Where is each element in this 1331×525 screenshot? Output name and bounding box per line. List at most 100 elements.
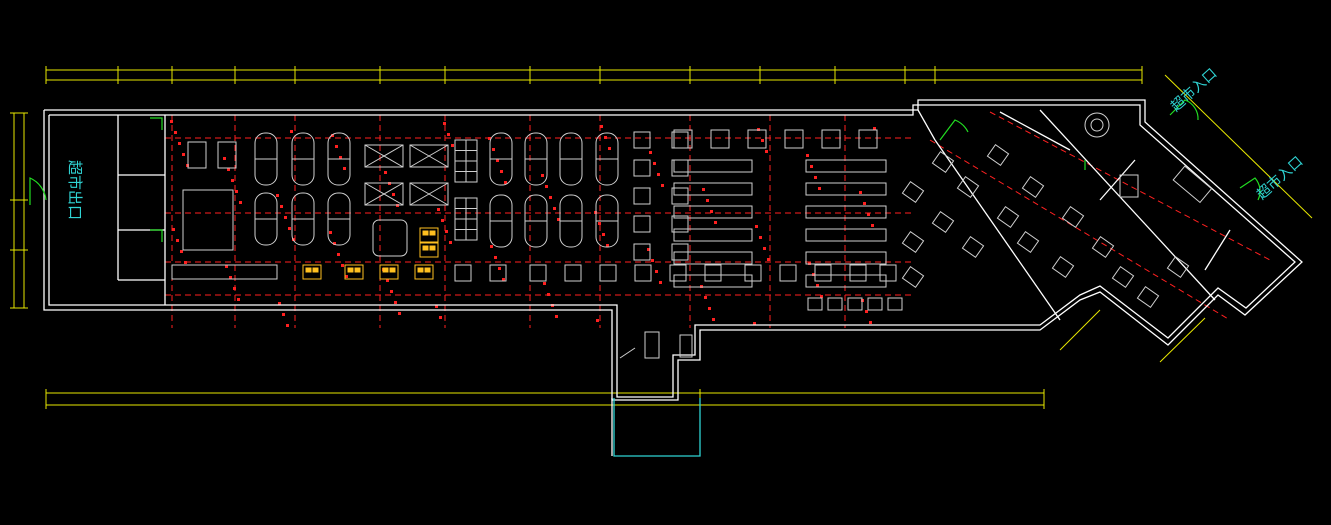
- grid-marker: [710, 210, 713, 213]
- display-unit: [784, 129, 804, 149]
- display-unit: [814, 264, 832, 282]
- grid-marker: [174, 131, 177, 134]
- column-grid: [165, 111, 1271, 328]
- display-unit: [887, 297, 903, 311]
- grid-marker: [704, 296, 707, 299]
- grid-marker: [178, 142, 181, 145]
- grid-marker: [496, 159, 499, 162]
- kiosk: [679, 334, 693, 358]
- grid-marker: [225, 265, 228, 268]
- stand-fill: [429, 245, 436, 251]
- angled-fixture: [1166, 255, 1190, 279]
- grid-marker: [341, 264, 344, 267]
- grid-marker: [172, 228, 175, 231]
- grid-marker: [288, 227, 291, 230]
- grid-marker: [863, 202, 866, 205]
- grid-marker: [335, 145, 338, 148]
- grid-marker: [759, 236, 762, 239]
- grid-marker: [237, 298, 240, 301]
- gondola-shelf: [673, 205, 753, 219]
- grid-marker: [761, 139, 764, 142]
- grid-marker: [227, 168, 230, 171]
- display-unit: [747, 129, 767, 149]
- angled-fixture: [931, 210, 955, 234]
- stand-fill: [312, 267, 319, 273]
- grid-marker: [280, 205, 283, 208]
- display-unit: [634, 264, 652, 282]
- highlighted-stand: [379, 264, 399, 280]
- angled-fixture: [1091, 235, 1115, 259]
- highlighted-stand: [302, 264, 322, 280]
- grid-marker: [596, 319, 599, 322]
- grid-marker: [714, 221, 717, 224]
- shelf-rack: [364, 144, 404, 168]
- grid-marker: [708, 307, 711, 310]
- grid-marker: [392, 193, 395, 196]
- grid-marker: [278, 302, 281, 305]
- angled-fixture: [1136, 285, 1160, 309]
- grid-marker: [239, 201, 242, 204]
- gondola-shelf: [805, 228, 887, 242]
- display-unit: [633, 159, 651, 177]
- counter-unit: [217, 141, 237, 169]
- store-fixtures: [171, 112, 1213, 359]
- grid-marker: [490, 245, 493, 248]
- stand-fill: [422, 245, 429, 251]
- grid-marker: [869, 321, 872, 324]
- rack-cross: [409, 182, 449, 206]
- grid-marker: [702, 188, 705, 191]
- grid-marker: [608, 147, 611, 150]
- stand-fill: [417, 267, 424, 273]
- stand-fill: [429, 230, 436, 236]
- grid-marker: [504, 181, 507, 184]
- gondola-shelf: [673, 228, 753, 242]
- display-unit: [867, 297, 883, 311]
- display-unit: [673, 129, 693, 149]
- display-unit: [633, 187, 651, 205]
- grid-marker: [441, 219, 444, 222]
- grid-marker: [814, 176, 817, 179]
- grid-marker: [276, 194, 279, 197]
- angled-fixture: [986, 143, 1010, 167]
- grid-marker: [598, 222, 601, 225]
- grid-marker: [290, 130, 293, 133]
- grid-marker: [865, 310, 868, 313]
- shelf-rack: [409, 144, 449, 168]
- grid-marker: [541, 174, 544, 177]
- grid-marker: [182, 153, 185, 156]
- grid-marker: [180, 250, 183, 253]
- kiosk: [644, 331, 660, 359]
- display-unit: [847, 297, 863, 311]
- kiosk-line: [619, 347, 636, 359]
- gondola-shelf: [805, 182, 887, 196]
- service-counter: [182, 189, 234, 251]
- cashier-desk: [372, 219, 408, 257]
- grid-marker: [345, 275, 348, 278]
- display-unit: [669, 264, 687, 282]
- grid-marker: [235, 190, 238, 193]
- grid-marker: [498, 267, 501, 270]
- display-unit: [529, 264, 547, 282]
- highlighted-stand: [419, 227, 439, 243]
- grid-marker: [333, 242, 336, 245]
- display-unit: [489, 264, 507, 282]
- grid-marker: [712, 318, 715, 321]
- angled-fixture: [961, 235, 985, 259]
- grid-marker: [170, 120, 173, 123]
- grid-marker: [767, 258, 770, 261]
- grid-marker: [606, 244, 609, 247]
- grid-marker: [553, 207, 556, 210]
- grid-marker: [223, 157, 226, 160]
- angled-fixture: [931, 150, 955, 174]
- display-unit: [704, 264, 722, 282]
- grid-marker: [659, 281, 662, 284]
- grid-marker: [549, 196, 552, 199]
- grid-marker: [555, 315, 558, 318]
- stand-outline: [419, 242, 439, 258]
- grid-marker: [859, 191, 862, 194]
- display-unit: [827, 297, 843, 311]
- stand-fill: [382, 267, 389, 273]
- display-unit: [454, 264, 472, 282]
- grid-marker: [657, 173, 660, 176]
